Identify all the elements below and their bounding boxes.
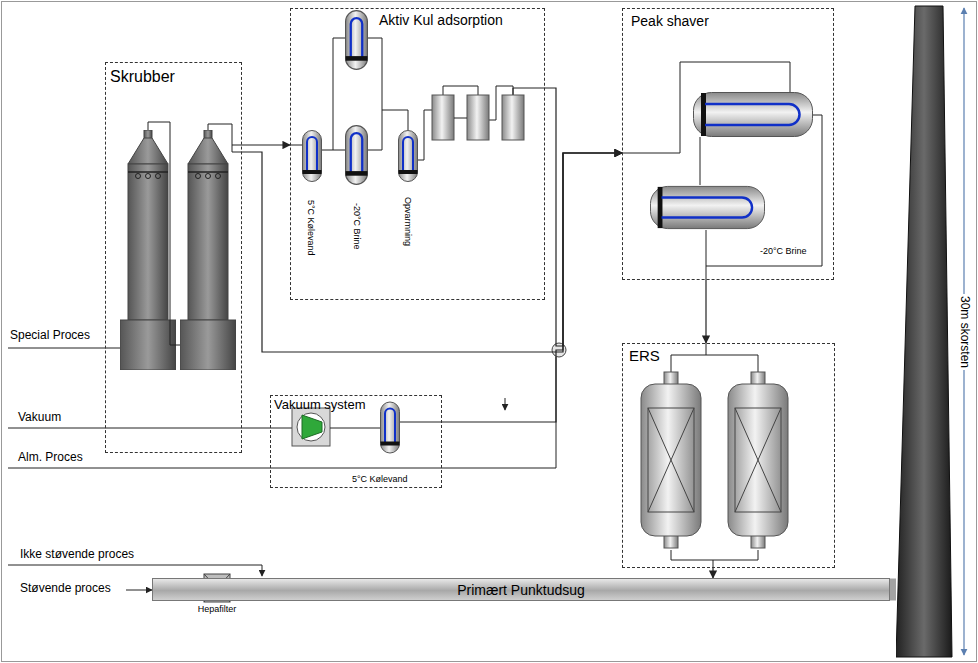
carbon-bed (467, 95, 489, 140)
ers-vessel (641, 372, 701, 548)
inlet-line (8, 428, 292, 429)
pipe-line (208, 124, 242, 152)
ers-vessel (728, 372, 788, 548)
flow-connector (242, 152, 622, 352)
chimney-shape (896, 6, 952, 657)
heat-exchanger (399, 131, 418, 182)
group-title: ERS (629, 347, 660, 364)
heat-exchanger (346, 126, 368, 185)
medium-note: -20°C Brine (760, 246, 807, 256)
pipe-line (148, 122, 180, 345)
heat-exchanger (650, 186, 764, 228)
medium-note: -20°C Brine (352, 203, 362, 250)
stream-label: Special Proces (10, 329, 90, 343)
node-label: 30m skorsten (957, 294, 971, 370)
stream-label: Støvende proces (20, 582, 111, 596)
pump-housing (292, 408, 330, 446)
flow-connector (442, 153, 622, 422)
heat-exchanger (381, 402, 400, 453)
flow-connector (545, 88, 622, 346)
duct-label: Primært Punktudsug (457, 582, 585, 598)
group-box: Peak shaver (622, 8, 834, 280)
stream-label: Vakuum (18, 411, 61, 425)
inlet-line (8, 357, 556, 468)
stream-label: Ikke støvende proces (20, 548, 134, 562)
pipe-line (622, 62, 822, 280)
medium-note: 5°C Kølevand (352, 474, 408, 484)
scrubber-tower (120, 130, 176, 370)
inlet-line (8, 348, 120, 349)
pump-rotor (297, 413, 325, 441)
group-box: Aktiv Kul adsorption (290, 8, 545, 300)
group-title: Vakuum system (274, 398, 366, 413)
medium-note: 5°C Kølevand (306, 200, 316, 256)
heat-exchanger (694, 93, 813, 137)
heat-exchanger (303, 131, 322, 182)
inlet-line (126, 590, 152, 591)
carbon-bed (502, 95, 524, 140)
pump-symbol (302, 415, 322, 439)
medium-note: Opvarmning (403, 197, 413, 246)
carbon-bed (432, 95, 454, 140)
group-box: ERS (622, 343, 835, 568)
group-title: Skrubber (110, 68, 175, 86)
group-title: Aktiv Kul adsorption (379, 12, 503, 28)
node-label: Hepafilter (198, 604, 237, 614)
stream-label: Alm. Proces (18, 451, 83, 465)
heat-exchanger (346, 11, 368, 70)
duct-band: Primært Punktudsug (152, 578, 890, 601)
flow-connector (242, 144, 290, 145)
flow-connector (712, 568, 713, 578)
group-box: Skrubber (105, 62, 242, 453)
flow-connector (890, 579, 896, 601)
pipe-line (454, 118, 467, 119)
chimney: 30m skorsten (896, 4, 975, 659)
group-title: Peak shaver (631, 13, 709, 29)
stray-arrow (505, 398, 506, 410)
scrubber-tower (180, 130, 236, 370)
flow-connector (705, 280, 706, 343)
